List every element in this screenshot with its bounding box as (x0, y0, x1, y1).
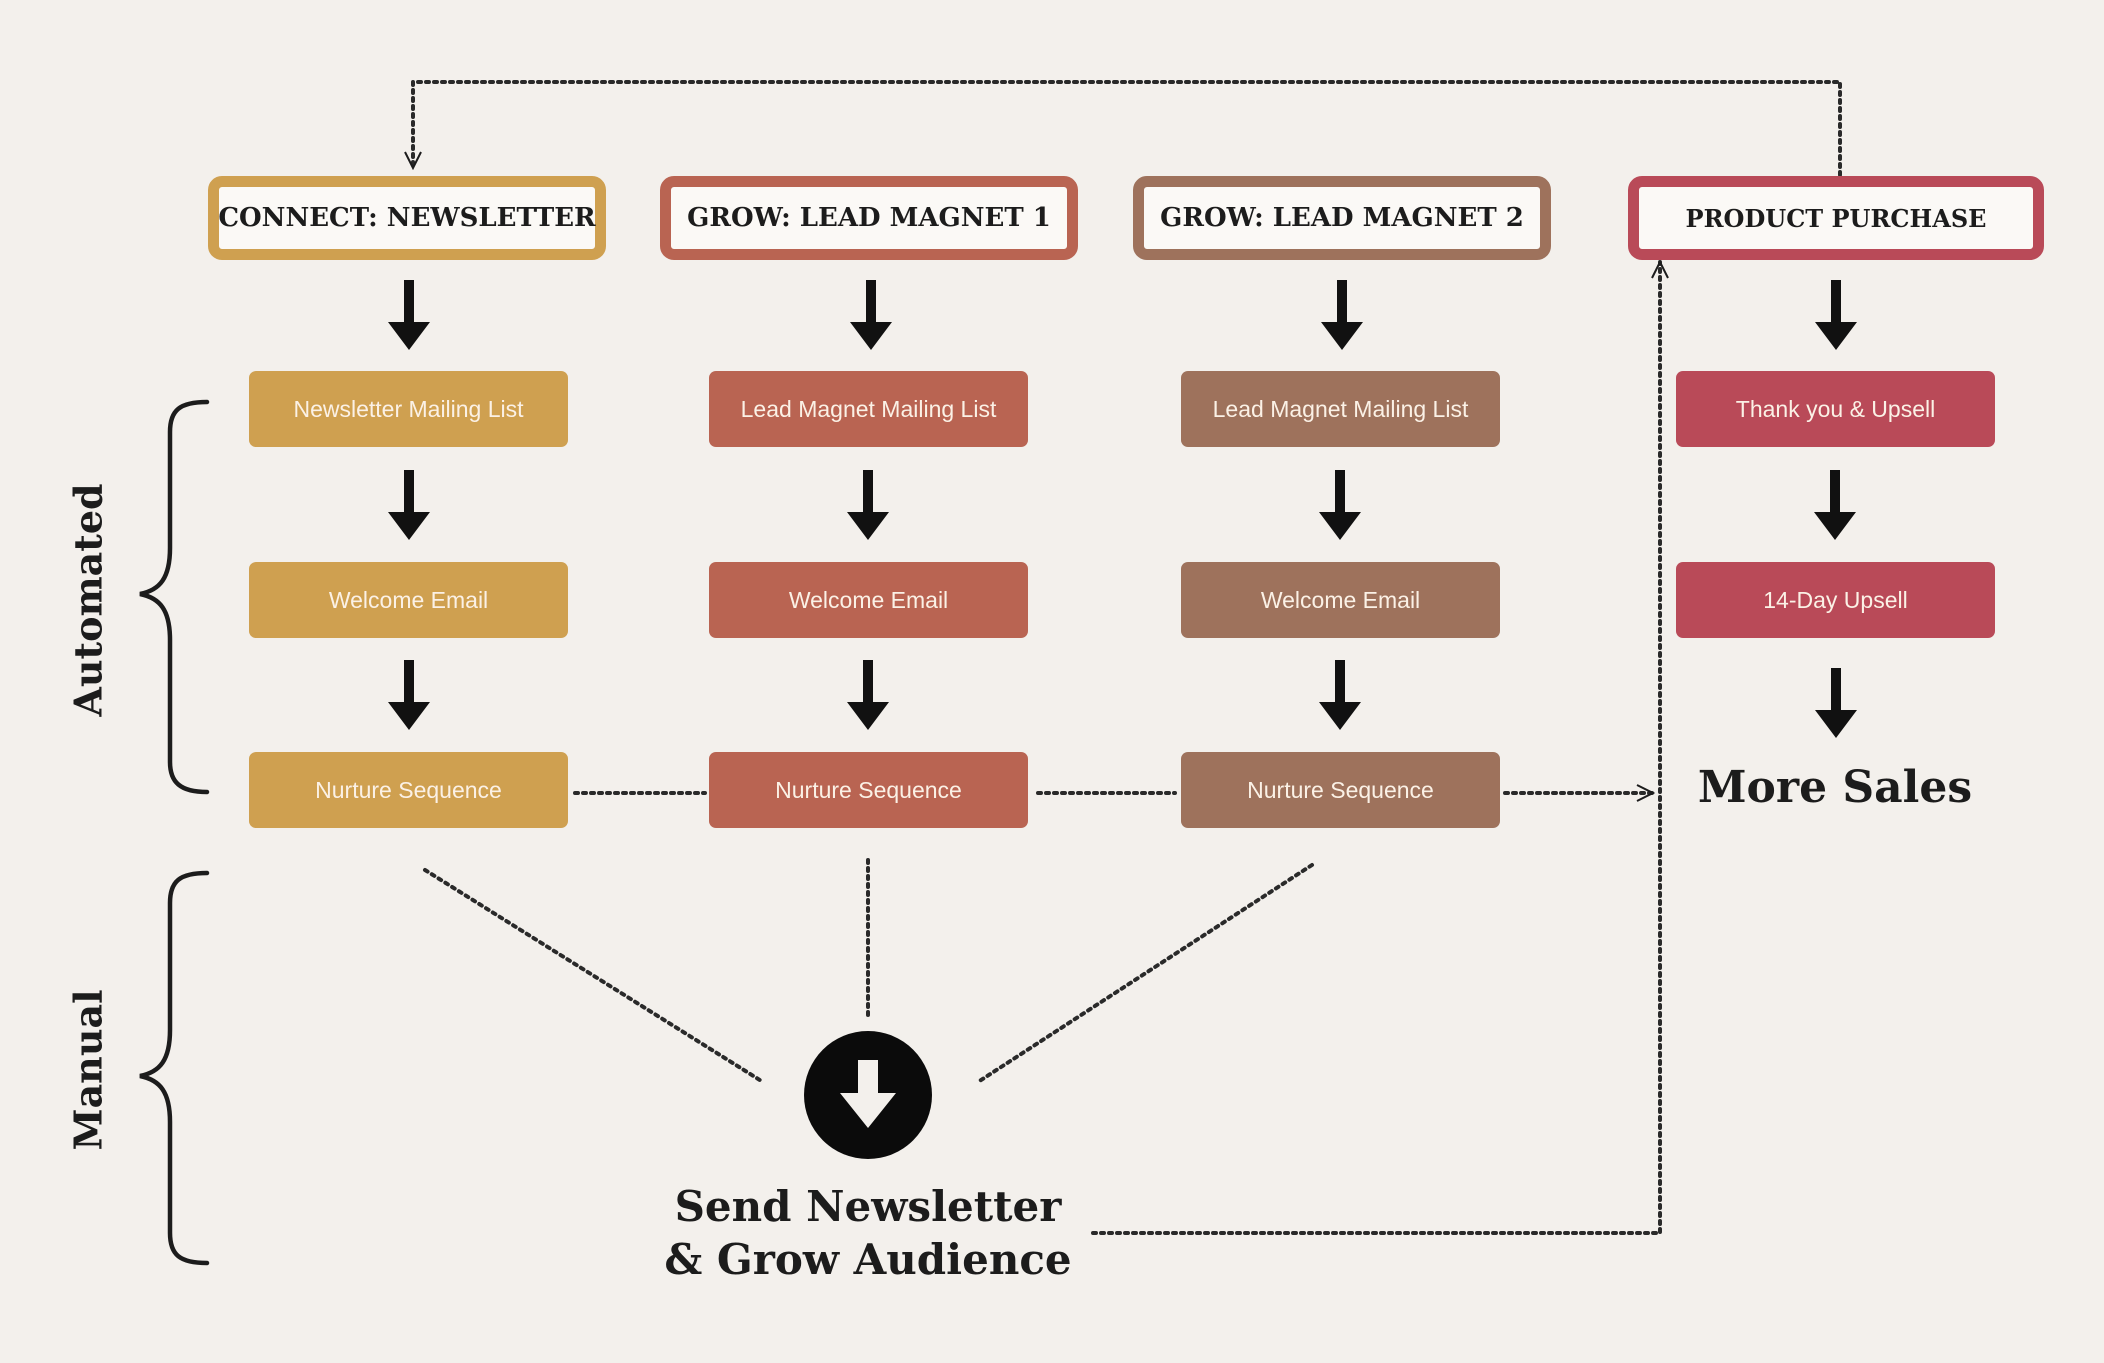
step-lead-magnet-1-nurture-sequence: Nurture Sequence (709, 752, 1028, 828)
section-label-manual: Manual (65, 989, 111, 1151)
loop-line-top (413, 80, 1842, 177)
step-newsletter-welcome-email: Welcome Email (249, 562, 568, 638)
down-arrow-icon (847, 660, 889, 730)
automated-brace (139, 399, 210, 795)
header-product-purchase: PRODUCT PURCHASE (1628, 176, 2044, 260)
manual-action-line-1: Send Newsletter (674, 1182, 1062, 1231)
step-lead-magnet-1-mailing-list: Lead Magnet Mailing List (709, 371, 1028, 447)
down-arrow-icon (1319, 660, 1361, 730)
down-arrow-icon (1319, 470, 1361, 540)
down-arrow-icon (388, 660, 430, 730)
step-thank-you-upsell: Thank you & Upsell (1676, 371, 1995, 447)
loop-line-bottom (1091, 260, 1660, 1235)
converge-line-left (423, 868, 765, 1084)
down-arrow-icon (1815, 280, 1857, 350)
converge-line-right (976, 863, 1314, 1084)
down-arrow-icon (388, 470, 430, 540)
down-arrow-icon (1321, 280, 1363, 350)
step-lead-magnet-1-welcome-email: Welcome Email (709, 562, 1028, 638)
down-arrow-icon (1814, 470, 1856, 540)
header-lead-magnet-2: GROW: LEAD MAGNET 2 (1133, 176, 1551, 260)
send-down-arrow-icon (840, 1060, 896, 1128)
down-arrow-icon (388, 280, 430, 350)
step-lead-magnet-2-nurture-sequence: Nurture Sequence (1181, 752, 1500, 828)
down-arrow-icon (847, 470, 889, 540)
step-newsletter-nurture-sequence: Nurture Sequence (249, 752, 568, 828)
down-arrow-icon (850, 280, 892, 350)
step-14-day-upsell: 14-Day Upsell (1676, 562, 1995, 638)
step-lead-magnet-2-welcome-email: Welcome Email (1181, 562, 1500, 638)
step-newsletter-mailing-list: Newsletter Mailing List (249, 371, 568, 447)
manual-brace (139, 870, 210, 1266)
outcome-more-sales: More Sales (1697, 762, 1973, 813)
manual-action-line-2: & Grow Audience (664, 1235, 1072, 1284)
header-connect-newsletter: CONNECT: NEWSLETTER (208, 176, 606, 260)
step-lead-magnet-2-mailing-list: Lead Magnet Mailing List (1181, 371, 1500, 447)
header-lead-magnet-1: GROW: LEAD MAGNET 1 (660, 176, 1078, 260)
down-arrow-icon (1815, 668, 1857, 738)
section-label-automated: Automated (65, 483, 111, 717)
